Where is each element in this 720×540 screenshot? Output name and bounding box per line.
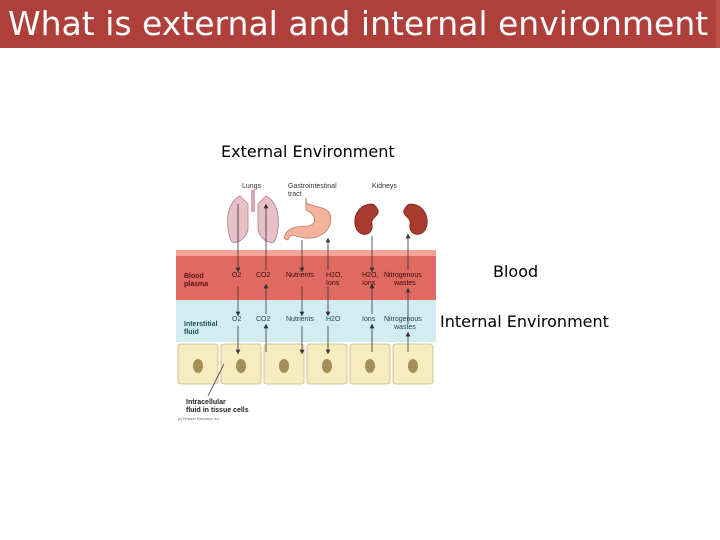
stomach-shape (283, 197, 332, 241)
lungs-shape (227, 190, 279, 243)
internal-environment-label: Internal Environment (440, 312, 609, 331)
blood-label: Blood (493, 262, 539, 281)
plasma-ions-b: Ions (362, 280, 376, 287)
tissue-cells (177, 343, 434, 385)
intracellular-label-2: fluid in tissue cells (186, 407, 249, 414)
plasma-ions: Ions (326, 280, 340, 287)
lungs-label: Lungs (242, 183, 262, 190)
interstitial-ions: Ions (362, 316, 376, 323)
blood-plasma-band (176, 256, 436, 300)
copyright-text: (c) Pearson Education, Inc. (178, 417, 220, 421)
cell-nucleus (279, 359, 289, 373)
plasma-nutrients: Nutrients (286, 272, 315, 279)
cell-nucleus (322, 359, 332, 373)
interstitial-label-2: fluid (184, 329, 199, 336)
plasma-h2o-b: H2O, (362, 272, 378, 279)
intracellular-pointer (207, 363, 225, 397)
slide-title: What is external and internal environmen… (0, 0, 717, 48)
external-environment-label: External Environment (221, 142, 395, 161)
kidneys-label: Kidneys (372, 183, 397, 190)
gi-label-1: Gastrointestinal (288, 183, 337, 190)
cell-nucleus (408, 359, 418, 373)
plasma-wastes: wastes (393, 280, 416, 287)
interstitial-wastes: wastes (393, 324, 416, 331)
plasma-o2: O2 (232, 272, 241, 279)
cell-nucleus (365, 359, 375, 373)
interstitial-nitrogenous: Nitrogenous (384, 316, 422, 323)
plasma-nitrogenous: Nitrogenous (384, 272, 422, 279)
intracellular-label-1: Intracellular (186, 399, 226, 406)
gi-label-2: tract (288, 191, 302, 198)
body-fluid-exchange-diagram: Lungs Gastrointestinal tract Kidneys Blo… (176, 174, 436, 422)
interstitial-o2: O2 (232, 316, 241, 323)
exchange-arrows (235, 203, 411, 355)
kidneys-shape (354, 203, 428, 235)
interstitial-nutrients: Nutrients (286, 316, 315, 323)
cell-nucleus (193, 359, 203, 373)
plasma-label-1: Blood (184, 273, 204, 280)
interstitial-h2o: H2O (326, 316, 341, 323)
interstitial-co2: CO2 (256, 316, 271, 323)
interstitial-label-1: Interstitial (184, 321, 218, 328)
interstitial-fluid-band (176, 300, 436, 342)
plasma-co2: CO2 (256, 272, 271, 279)
diagram-svg: Lungs Gastrointestinal tract Kidneys Blo… (176, 183, 436, 421)
plasma-h2o: H2O, (326, 272, 342, 279)
plasma-label-2: plasma (184, 281, 208, 288)
plasma-edge (176, 250, 436, 256)
cell-nucleus (236, 359, 246, 373)
